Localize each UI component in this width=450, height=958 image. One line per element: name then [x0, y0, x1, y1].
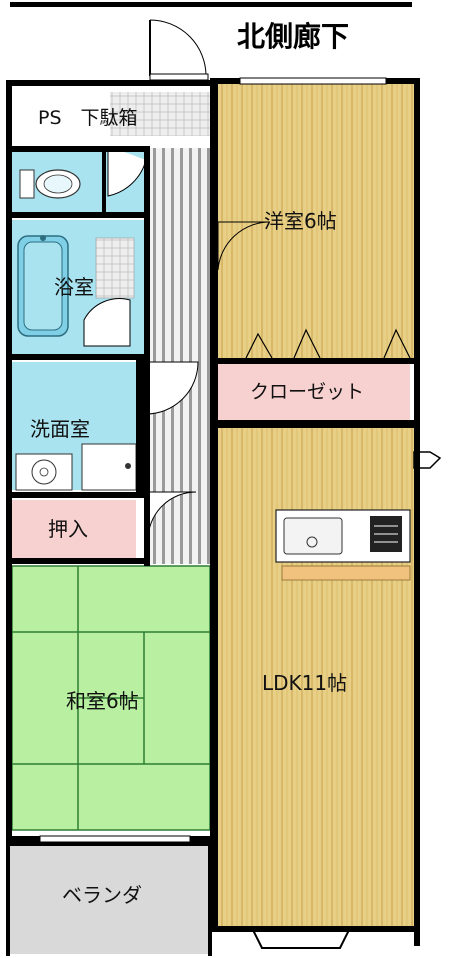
- oshiire: [12, 500, 136, 558]
- veranda: [10, 846, 210, 954]
- washbasin-icon: [15, 453, 73, 491]
- windows: [39, 77, 387, 843]
- veranda-label: ベランダ: [62, 883, 142, 907]
- western-label: 洋室6帖: [264, 209, 337, 233]
- entrance-door: [149, 19, 209, 81]
- bathtub-icon: [17, 235, 69, 337]
- washer-icon: [81, 443, 137, 491]
- washroom-label: 洗面室: [30, 417, 90, 441]
- door-arcs: [83, 146, 271, 541]
- corridor-line: [10, 2, 412, 7]
- ps-shoe-label: PS 下駄箱: [38, 107, 138, 129]
- shoe-box: [110, 92, 210, 136]
- closet-label: クローゼット: [250, 381, 364, 403]
- bath-label: 浴室: [54, 275, 94, 299]
- washitsu-label: 和室6帖: [66, 689, 139, 713]
- closet: [218, 364, 410, 420]
- kitchen-counter: [275, 509, 411, 581]
- corridor-label: 北側廊下: [237, 20, 349, 53]
- toilet-icon: [19, 169, 81, 199]
- ldk-label: LDK11帖: [262, 671, 347, 695]
- bath-tile-icon: [95, 237, 135, 299]
- closet-doors: [245, 328, 411, 359]
- oshiire-label: 押入: [48, 517, 88, 541]
